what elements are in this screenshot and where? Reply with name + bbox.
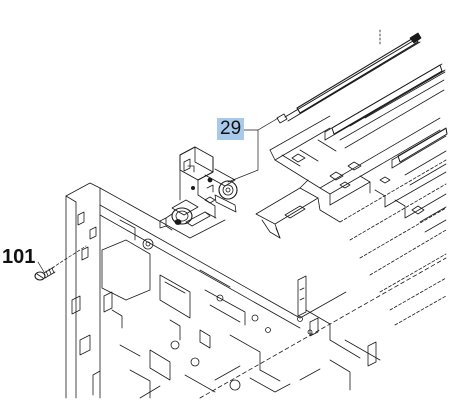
roller-shaft-icon (276, 29, 422, 124)
bracket-piece (255, 159, 447, 326)
part-callout-29: 29 (217, 118, 245, 140)
part-callout-101: 101 (2, 246, 36, 268)
motor-assembly-icon (159, 146, 238, 231)
leader-line-29 (227, 117, 279, 183)
chassis-frame-icon (65, 182, 447, 399)
rail-assembly (269, 63, 448, 233)
screw-icon (34, 266, 56, 281)
leader-line-101 (37, 245, 87, 273)
